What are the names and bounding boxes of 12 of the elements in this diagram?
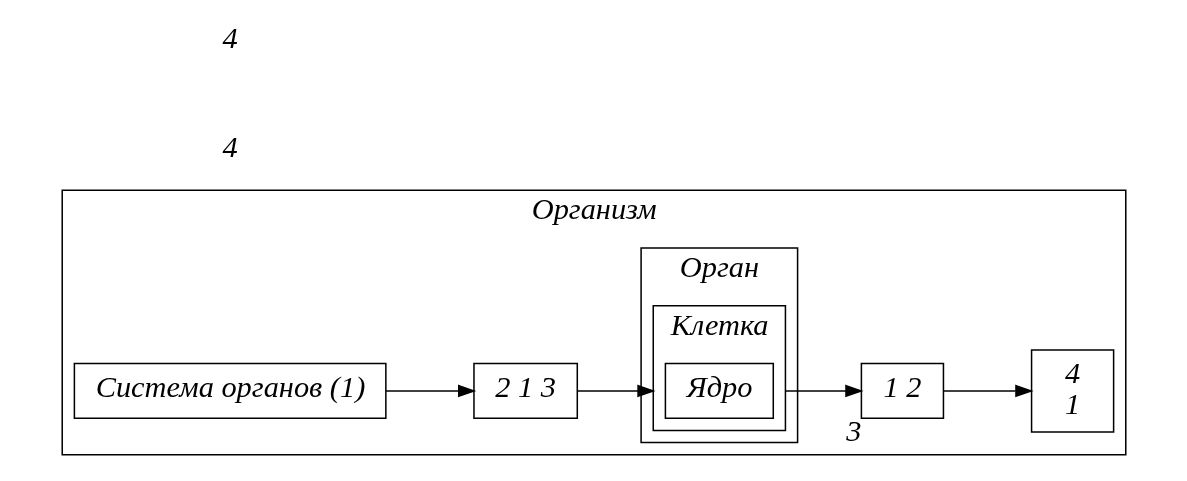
arrow [784, 384, 863, 398]
arrow [576, 384, 656, 398]
label: 4 [222, 20, 238, 55]
arrow [942, 384, 1033, 398]
node-box: Ядро [664, 362, 774, 419]
node-label: 3 [845, 414, 861, 449]
node-box: Система органов (1) [73, 362, 387, 419]
arrow [384, 384, 476, 398]
node-box: 4 1 [1030, 349, 1114, 433]
label: 4 [222, 129, 238, 164]
node-box: 2 1 3 [472, 362, 578, 419]
node-box: 1 2 [860, 362, 944, 419]
